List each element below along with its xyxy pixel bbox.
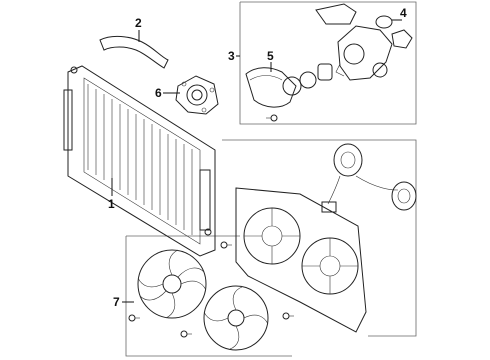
callout-2: 2 [135, 16, 142, 30]
callout-6: 6 [155, 86, 162, 100]
water-pump-drawing [175, 75, 219, 115]
thermostat-housing-drawing [245, 3, 413, 122]
radiator-drawing [63, 65, 216, 257]
frame-thermostat-group [239, 1, 417, 125]
callout-4: 4 [400, 6, 407, 20]
callout-3: 3 [228, 49, 235, 63]
fan-motors-drawing [321, 143, 417, 213]
fan-shroud-drawing [235, 187, 367, 333]
frame-fan-group [125, 236, 292, 357]
callout-1: 1 [108, 197, 115, 211]
callout-7: 7 [113, 295, 120, 309]
callout-5: 5 [267, 49, 274, 63]
upper-hose-drawing [99, 35, 169, 69]
fan-blades-drawing [137, 249, 269, 351]
bolts-drawing [128, 241, 294, 338]
frame-fan-shroud-group [222, 139, 417, 337]
